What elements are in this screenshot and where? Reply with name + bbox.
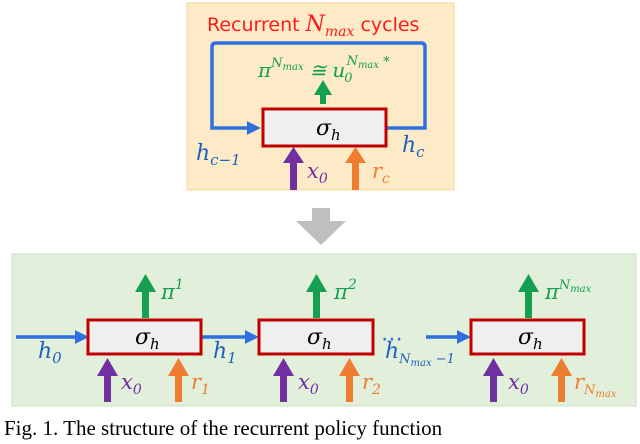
top-r-input-label: rc [372,159,390,187]
unrolled-cell-1: σh [86,318,203,356]
recurrent-loop-arrow [210,41,427,135]
unfold-down-arrow [296,208,346,245]
top-panel-title: Recurrent Nmax cycles [207,12,419,40]
output-label-2: π2 [333,277,357,304]
top-cell [261,107,388,148]
top-r-input-arrow [345,147,366,190]
top-cell-label: σh [316,116,341,144]
svg-text:σh: σh [518,325,543,353]
top-output-arrow [314,80,332,104]
x-input-label-1: x0 [121,370,142,398]
x-input-label-2: x0 [298,370,319,398]
top-hidden-output-label: hc [402,133,425,161]
svg-text:σh: σh [135,325,160,353]
top-x-input-arrow [283,147,304,190]
r-input-label-1: r1 [191,370,210,398]
top-output-equation: πNmax≅u0Nmax * [257,54,390,86]
output-label-1: π1 [160,277,184,304]
hidden-label-h1: h1 [213,339,237,367]
r-input-arrow-2 [339,358,360,402]
figure-caption: Fig. 1. The structure of the recurrent p… [4,416,443,440]
hidden-label-h0: h0 [38,339,62,367]
top-hidden-input-label: hc−1 [196,141,241,169]
top-x-input-label: x0 [307,159,328,187]
output-label-n: πNmax [544,278,592,304]
x-input-arrow-n [483,358,504,402]
r-input-arrow-1 [168,358,189,402]
output-arrow-n [518,274,539,318]
r-input-label-n: rNmax [574,370,617,400]
unrolled-cell-2: σh [257,318,375,356]
x-input-arrow-2 [273,358,294,402]
svg-text:σh: σh [307,325,332,353]
x-input-arrow-1 [97,358,118,402]
r-input-arrow-n [551,358,572,402]
output-arrow-1 [135,274,156,318]
hidden-label-hN: hNmax −1 [385,339,455,369]
x-input-label-n: x0 [508,370,529,398]
output-arrow-2 [306,274,327,318]
r-input-label-2: r2 [362,370,381,398]
sequence-ellipsis: ⋯ [381,327,403,352]
unrolled-cell-n: σh [469,318,586,356]
